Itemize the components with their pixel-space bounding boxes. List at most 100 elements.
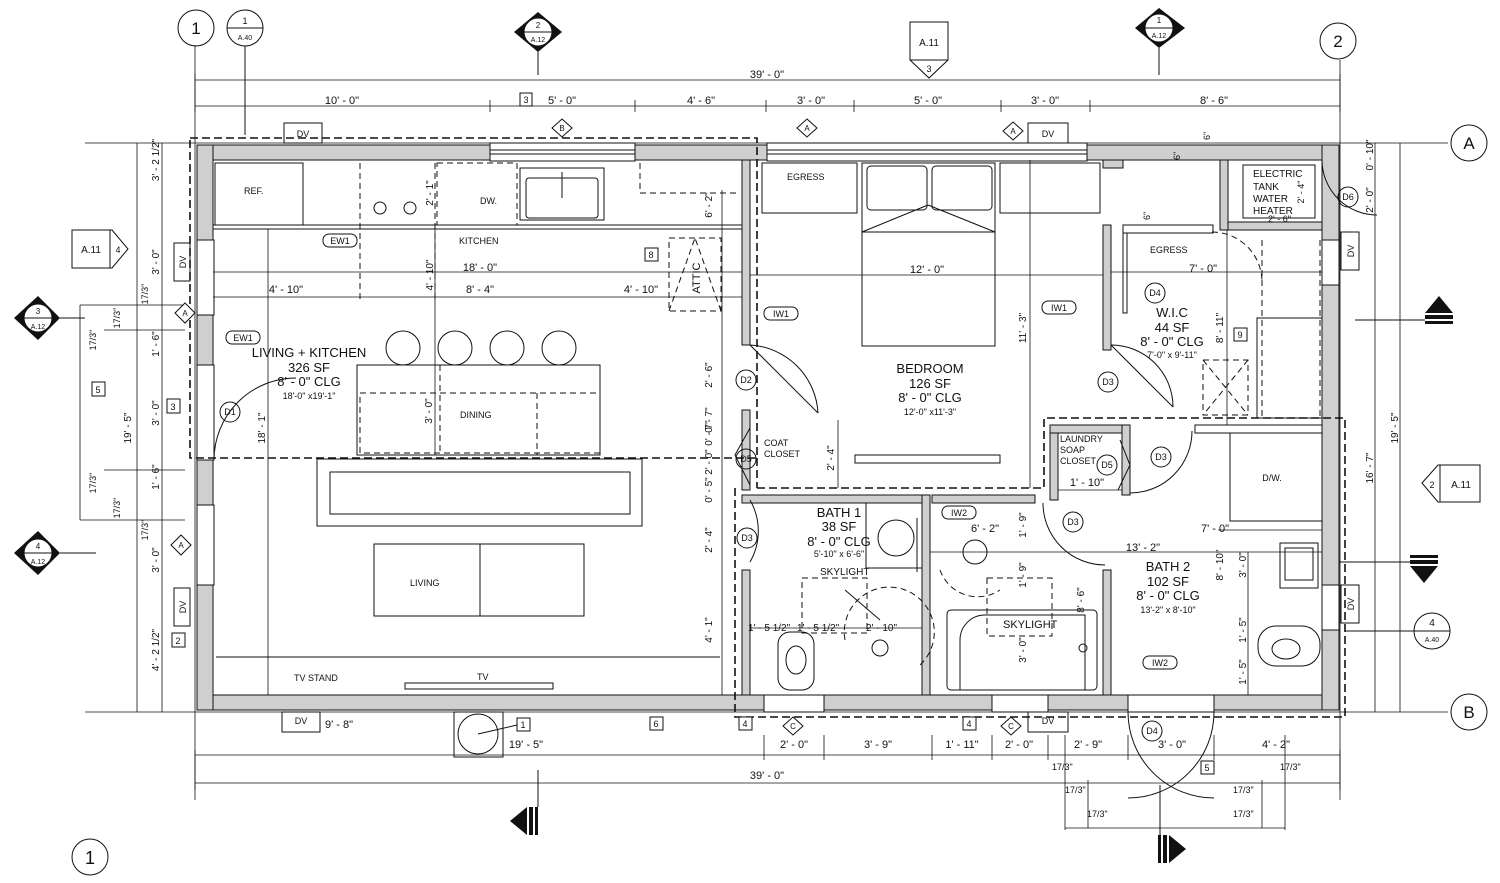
grid-bubble-1: 1 <box>177 9 215 47</box>
svg-text:CLOSET: CLOSET <box>764 449 801 459</box>
svg-text:COAT: COAT <box>764 438 789 448</box>
section-cut-arrow-down <box>1330 555 1438 583</box>
label-egress-wic: EGRESS <box>1150 245 1188 255</box>
svg-text:4' - 10": 4' - 10" <box>624 284 658 296</box>
svg-text:102 SF: 102 SF <box>1147 574 1189 589</box>
right-dimension-strings: 19' - 5" 16' - 7" 0' - 10" 2' - 0" <box>1365 139 1401 712</box>
svg-text:17/3": 17/3" <box>88 330 98 351</box>
svg-text:D3: D3 <box>1067 517 1079 527</box>
svg-text:IW2: IW2 <box>1152 658 1168 668</box>
svg-text:4: 4 <box>36 542 41 551</box>
svg-text:17/3": 17/3" <box>1065 785 1086 795</box>
svg-text:4: 4 <box>1429 618 1435 629</box>
attic-hatch: ATTIC 8 <box>644 237 722 312</box>
dim-bath2-7-0: 7' - 0" <box>1201 523 1229 535</box>
svg-text:A.12: A.12 <box>1152 33 1167 40</box>
room-label-wic: W.I.C 44 SF 8' - 0" CLG 7'-0" x 9'-11" <box>1140 305 1203 360</box>
svg-text:3: 3 <box>170 402 175 412</box>
svg-text:DV: DV <box>1346 598 1356 611</box>
tag-dv-right-1: DV <box>1340 231 1360 271</box>
tag-dv-right-2: DV <box>1340 584 1360 624</box>
svg-text:D3: D3 <box>1155 452 1167 462</box>
detail-ref-4-a40: 4 A.40 <box>1345 612 1451 650</box>
svg-text:A: A <box>182 309 188 318</box>
dim-kitchen-2-1: 2' - 1" <box>425 180 436 206</box>
elevation-marker-4-a11: A.11 4 <box>71 229 129 269</box>
dim-bath2-3-0: 3' - 0" <box>1018 637 1029 663</box>
svg-text:17/3": 17/3" <box>112 308 122 329</box>
dim-bath2-1-5b: 1' - 5" <box>1238 659 1249 685</box>
svg-text:0' - 10": 0' - 10" <box>1365 139 1376 170</box>
section-marker-1-a12: 1 A.12 <box>1135 8 1185 75</box>
svg-text:HEATER: HEATER <box>1253 206 1293 217</box>
svg-text:19' - 5": 19' - 5" <box>509 739 543 751</box>
living-side-dimensions: 2' - 6" 0' - 7" 0' - 7" 2' - 0" 0' - 5" … <box>704 190 723 695</box>
svg-text:4' - 2": 4' - 2" <box>1262 739 1290 751</box>
dim-bath1-3: 2' - 10" <box>866 623 897 634</box>
tag-dv-top-2: DV <box>1027 122 1069 144</box>
view-number-bubble: 1 <box>71 838 109 876</box>
tag-door-d3-c: D3 <box>736 527 758 549</box>
svg-text:A.12: A.12 <box>31 324 46 331</box>
svg-text:IW1: IW1 <box>773 309 789 319</box>
tag-door-d3-d: D3 <box>1062 511 1084 533</box>
svg-text:3' - 0": 3' - 0" <box>151 547 162 573</box>
svg-text:ATTIC: ATTIC <box>691 262 703 293</box>
label-egress-bedroom: EGRESS <box>787 172 825 182</box>
svg-text:1: 1 <box>1157 16 1162 25</box>
svg-text:2' - 4": 2' - 4" <box>1296 181 1306 204</box>
door-swings <box>213 159 1378 799</box>
svg-text:C: C <box>790 722 796 731</box>
svg-text:4' - 6": 4' - 6" <box>687 95 715 107</box>
svg-text:19' - 5": 19' - 5" <box>123 412 134 443</box>
svg-text:D3: D3 <box>741 533 753 543</box>
bath2-fixtures <box>930 529 1322 695</box>
tag-door-d5-b: D5 <box>1096 454 1118 476</box>
svg-text:D/W.: D/W. <box>1262 473 1282 483</box>
living-furniture <box>216 458 720 690</box>
tag-window-a-1: A <box>796 118 818 138</box>
svg-text:3: 3 <box>926 64 931 74</box>
svg-text:DV: DV <box>178 601 188 614</box>
wic-shelving: 7' - 0" 9 8' - 11" <box>1111 230 1323 425</box>
svg-text:CLOSET: CLOSET <box>1060 456 1097 466</box>
tag-dv-left-1: DV <box>173 242 191 282</box>
svg-text:5'-10" x 6'-6": 5'-10" x 6'-6" <box>814 549 864 559</box>
svg-text:5: 5 <box>1204 763 1209 773</box>
svg-text:BATH 2: BATH 2 <box>1146 559 1191 574</box>
dim-6-b: 6" <box>1142 212 1152 220</box>
keynote-4-a: 4 <box>738 716 753 731</box>
tag-iw1-a: IW1 <box>763 306 799 321</box>
svg-text:8' - 6": 8' - 6" <box>1200 95 1228 107</box>
tag-door-d3-b: D3 <box>1150 446 1172 468</box>
svg-text:0' - 7": 0' - 7" <box>704 407 715 433</box>
svg-text:2: 2 <box>1333 32 1342 51</box>
svg-text:BATH 1: BATH 1 <box>817 505 862 520</box>
dim-bath2-13-2: 13' - 2" <box>1126 542 1160 554</box>
dim-bath2-1-9b: 1' - 9" <box>1018 562 1029 588</box>
svg-text:10' - 0": 10' - 0" <box>325 95 359 107</box>
bottom-dimension-strings: 39' - 0" 19' - 5" 9' - 8" 2' - 0" 3' - 9… <box>194 719 1341 830</box>
bedroom-dimensions: 12' - 0" 11' - 3" 2' - 4" <box>750 160 1103 488</box>
svg-text:IW1: IW1 <box>1051 303 1067 313</box>
bath1-fixtures <box>750 502 935 691</box>
svg-text:5' - 0": 5' - 0" <box>548 95 576 107</box>
dim-bath2-1-5a: 1' - 5" <box>1238 617 1249 643</box>
svg-text:DV: DV <box>295 716 308 726</box>
kitchen-counter <box>213 162 742 300</box>
svg-text:A.11: A.11 <box>81 245 101 256</box>
svg-text:A: A <box>1463 134 1475 153</box>
svg-text:LIVING + KITCHEN: LIVING + KITCHEN <box>252 345 367 360</box>
grid-bubble-2: 2 <box>1319 22 1357 60</box>
water-heater: ELECTRIC TANK WATER HEATER 2' - 6" 2' - … <box>1242 164 1316 224</box>
svg-text:A.12: A.12 <box>31 559 46 566</box>
svg-text:17/3": 17/3" <box>140 284 150 305</box>
svg-text:2' - 6": 2' - 6" <box>1268 214 1291 224</box>
svg-text:2' - 9": 2' - 9" <box>1074 739 1102 751</box>
svg-text:4: 4 <box>115 245 120 255</box>
svg-text:17/3": 17/3" <box>140 520 150 541</box>
keynote-3: 3 <box>166 398 181 414</box>
svg-text:126 SF: 126 SF <box>909 376 951 391</box>
tag-door-d1: D1 <box>219 401 241 423</box>
